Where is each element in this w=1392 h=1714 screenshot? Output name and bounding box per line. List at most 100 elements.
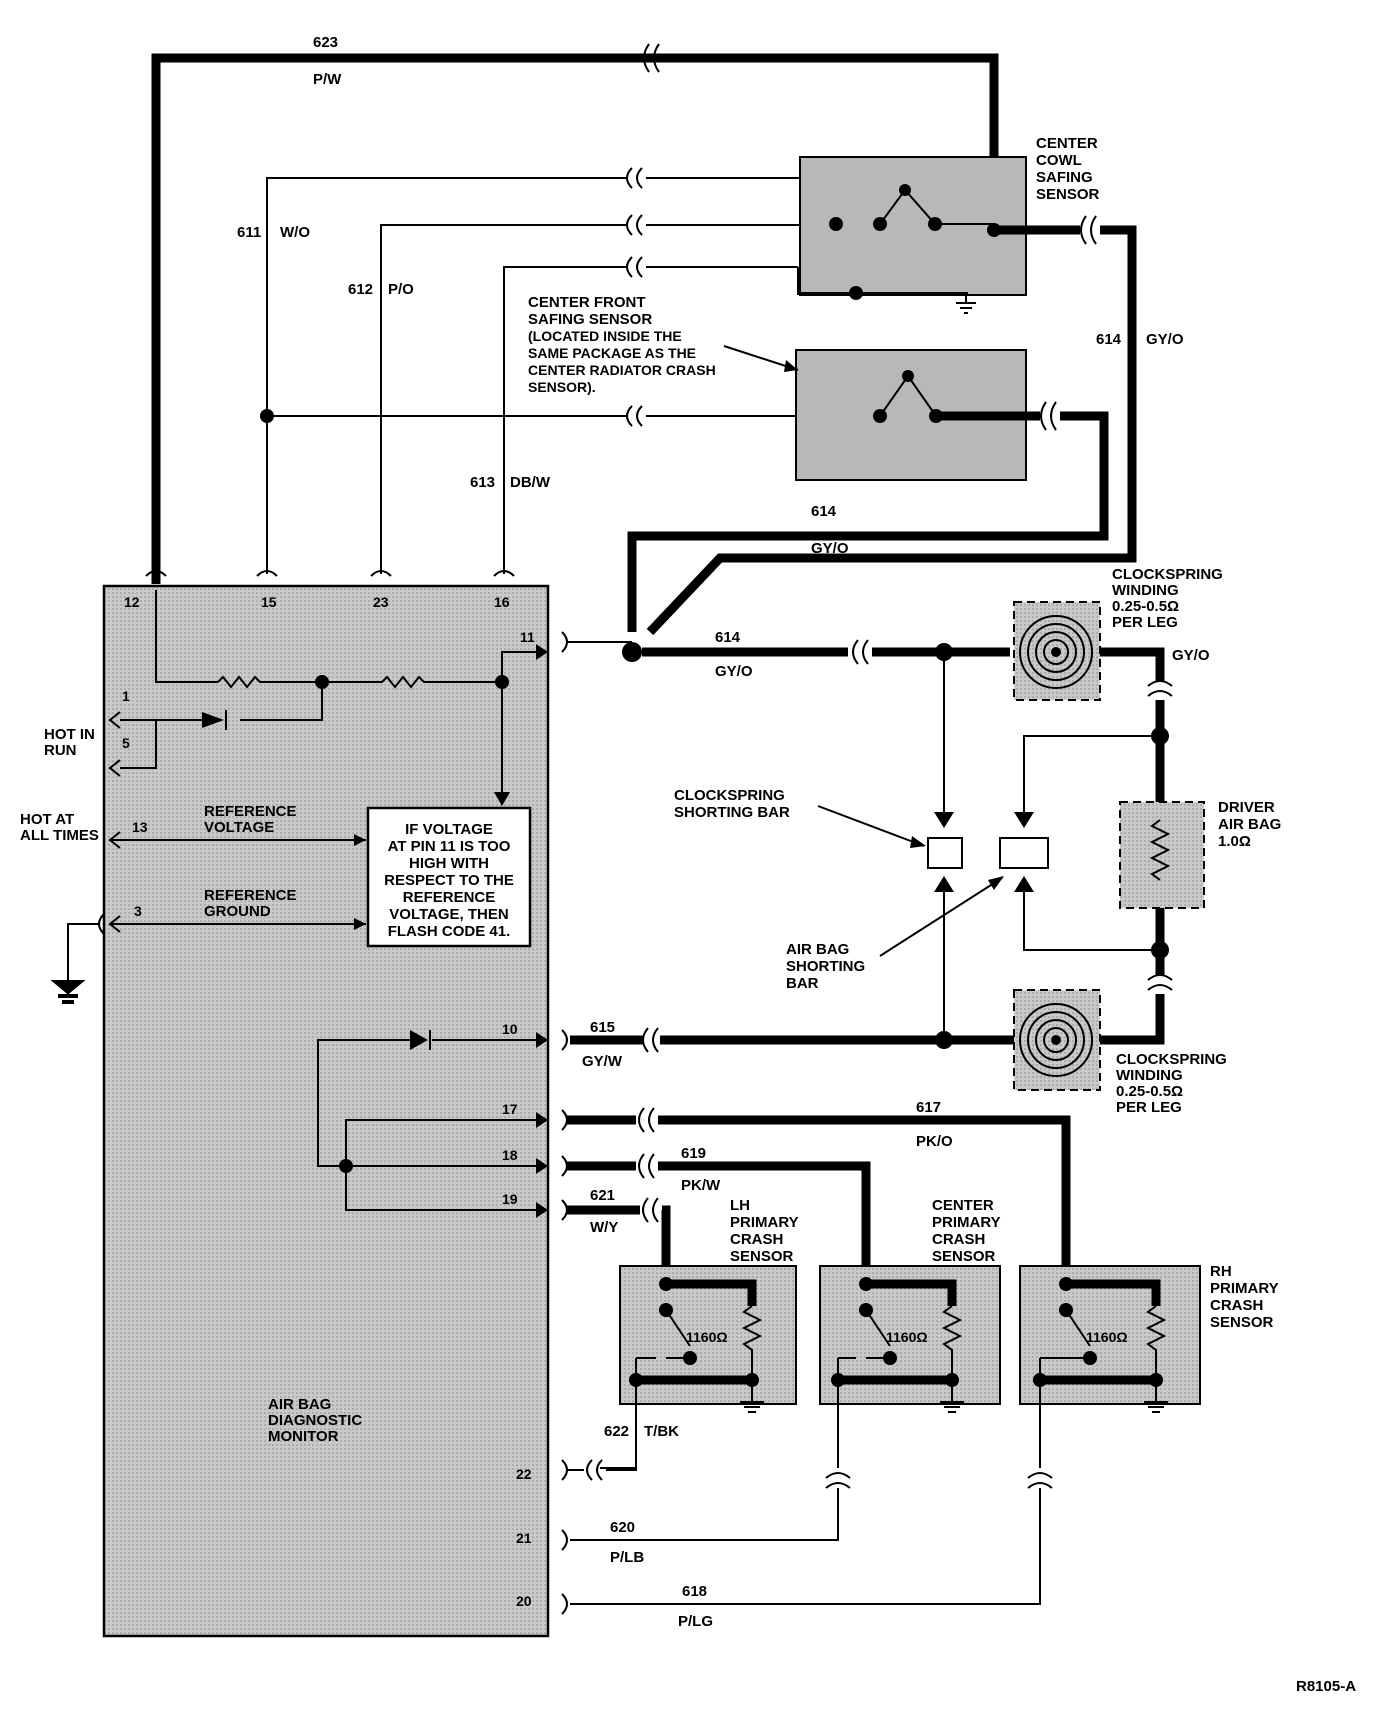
cowl-sensor-label-3: SAFING — [1036, 169, 1093, 186]
clockspring-bottom-label-3: 0.25-0.5Ω — [1116, 1083, 1183, 1100]
reference-voltage-label-2: VOLTAGE — [204, 819, 274, 836]
flash-note-2: AT PIN 11 IS TOO — [388, 838, 511, 855]
front-sensor-label-2: SAFING SENSOR — [528, 311, 652, 328]
reference-voltage-label-1: REFERENCE — [204, 803, 297, 820]
airbag-bar-label-1: AIR BAG — [786, 941, 849, 958]
hot-in-run-label-2: RUN — [44, 742, 77, 759]
pin-15: 15 — [261, 594, 277, 610]
wire-611-color: W/O — [280, 224, 310, 241]
flash-note-1: IF VOLTAGE — [405, 821, 493, 838]
wire-622: 622 T/BK — [561, 1423, 679, 1481]
rh-sensor-label-4: SENSOR — [1210, 1314, 1274, 1331]
clockspring-bottom-label-4: PER LEG — [1116, 1099, 1182, 1116]
clockspring-top-label-4: PER LEG — [1112, 614, 1178, 631]
hot-at-all-times-label-1: HOT AT — [20, 811, 74, 828]
pin-10: 10 — [502, 1021, 518, 1037]
pin-22: 22 — [516, 1466, 532, 1482]
wire-623-color: P/W — [313, 71, 342, 88]
wire-619: 619 PK/W — [561, 1145, 871, 1278]
lh-primary-crash-sensor: 1160Ω LH PRIMARY CRASH SENSOR — [600, 1197, 799, 1469]
pin-20: 20 — [516, 1593, 532, 1609]
wire-611-number: 611 — [237, 224, 261, 241]
wire-620-number: 620 — [610, 1519, 635, 1536]
front-sensor-label-1: CENTER FRONT — [528, 294, 646, 311]
lh-sensor-label-3: CRASH — [730, 1231, 783, 1248]
top-pin-connectors: 12 15 23 16 — [124, 570, 515, 610]
rh-resistor-value: 1160Ω — [1086, 1329, 1128, 1345]
center-sensor-label-4: SENSOR — [932, 1248, 996, 1265]
wire-623-number: 623 — [313, 34, 338, 51]
wire-613-number: 613 — [470, 474, 495, 491]
wire-623: 623 P/W — [151, 34, 999, 584]
clockspring-bar-label-1: CLOCKSPRING — [674, 787, 785, 804]
reference-ground-label-1: REFERENCE — [204, 887, 297, 904]
front-sensor-label-3: (LOCATED INSIDE THE — [528, 328, 682, 344]
pin-16: 16 — [494, 594, 510, 610]
front-sensor-label-4: SAME PACKAGE AS THE — [528, 345, 696, 361]
pin-12: 12 — [124, 594, 140, 610]
clockspring-bar-label-2: SHORTING BAR — [674, 804, 790, 821]
center-sensor-label-3: CRASH — [932, 1231, 985, 1248]
airbag-bar-label-3: BAR — [786, 975, 819, 992]
wire-618-number: 618 — [682, 1583, 707, 1600]
pin-11: 11 — [520, 629, 535, 645]
monitor-label-2: DIAGNOSTIC — [268, 1412, 362, 1429]
wire-612-color: P/O — [388, 281, 414, 298]
wire-614-main-number: 614 — [715, 629, 741, 646]
clockspring-top-label-2: WINDING — [1112, 582, 1179, 599]
wire-619-number: 619 — [681, 1145, 706, 1162]
flash-note-3: HIGH WITH — [409, 855, 489, 872]
wire-613-color: DB/W — [510, 474, 551, 491]
wire-621: 621 W/Y — [561, 1187, 671, 1278]
flash-note-7: FLASH CODE 41. — [388, 923, 511, 940]
front-sensor-label-6: SENSOR). — [528, 379, 596, 395]
wire-617-color: PK/O — [916, 1133, 953, 1150]
pin-18: 18 — [502, 1147, 518, 1163]
wire-620-color: P/LB — [610, 1549, 644, 1566]
center-resistor-value: 1160Ω — [886, 1329, 928, 1345]
cowl-sensor-label-1: CENTER — [1036, 135, 1098, 152]
rh-sensor-label-2: PRIMARY — [1210, 1280, 1279, 1297]
wire-622-color: T/BK — [644, 1423, 679, 1440]
rh-primary-crash-sensor: 1160Ω RH PRIMARY CRASH SENSOR — [1019, 1263, 1279, 1468]
airbag-bar-label-2: SHORTING — [786, 958, 865, 975]
center-primary-crash-sensor: 1160Ω CENTER PRIMARY CRASH SENSOR — [819, 1197, 1001, 1468]
wire-614-main: 614 GY/O — [561, 629, 1010, 680]
rh-sensor-label-1: RH — [1210, 1263, 1232, 1280]
reference-ground-label-2: GROUND — [204, 903, 271, 920]
wire-614-main-color: GY/O — [715, 663, 753, 680]
wire-614-middle-number: 614 — [811, 503, 837, 520]
wire-611-branch — [260, 405, 880, 427]
flash-note-4: RESPECT TO THE — [384, 872, 514, 889]
wire-617: 617 PK/O — [561, 1099, 1071, 1278]
pin-21: 21 — [516, 1530, 532, 1546]
driver-airbag-label-2: AIR BAG — [1218, 816, 1281, 833]
pin-19: 19 — [502, 1191, 518, 1207]
shorting-bars: CLOCKSPRING SHORTING BAR AIR BAG SHORTIN… — [674, 652, 1160, 1040]
clockspring-top-label-3: 0.25-0.5Ω — [1112, 598, 1179, 615]
monitor-label-1: AIR BAG — [268, 1396, 331, 1413]
wire-621-number: 621 — [590, 1187, 615, 1204]
diagnostic-monitor: AIR BAG DIAGNOSTIC MONITOR — [102, 584, 550, 1638]
clockspring-bottom-label-2: WINDING — [1116, 1067, 1183, 1084]
cowl-sensor-label-2: COWL — [1036, 152, 1082, 169]
lh-sensor-label-4: SENSOR — [730, 1248, 794, 1265]
wire-615-color: GY/W — [582, 1053, 623, 1070]
wire-612-number: 612 — [348, 281, 373, 298]
wire-622-number: 622 — [604, 1423, 629, 1440]
pin-13: 13 — [132, 819, 148, 835]
clockspring-winding-top: CLOCKSPRING WINDING 0.25-0.5Ω PER LEG GY… — [1013, 566, 1223, 740]
hot-at-all-times-label-2: ALL TIMES — [20, 827, 99, 844]
wire-615-number: 615 — [590, 1019, 615, 1036]
wire-620: 620 P/LB — [561, 1472, 851, 1566]
driver-airbag-label-1: DRIVER — [1218, 799, 1275, 816]
wire-613: 613 DB/W — [470, 256, 798, 574]
driver-airbag-label-3: 1.0Ω — [1218, 833, 1251, 850]
driver-air-bag: DRIVER AIR BAG 1.0Ω — [1119, 727, 1281, 959]
wire-617-number: 617 — [916, 1099, 941, 1116]
wire-614-middle-label: 614 GY/O — [811, 503, 849, 557]
flash-note-5: REFERENCE — [403, 889, 496, 906]
center-sensor-label-2: PRIMARY — [932, 1214, 1001, 1231]
pin-5: 5 — [122, 735, 130, 751]
